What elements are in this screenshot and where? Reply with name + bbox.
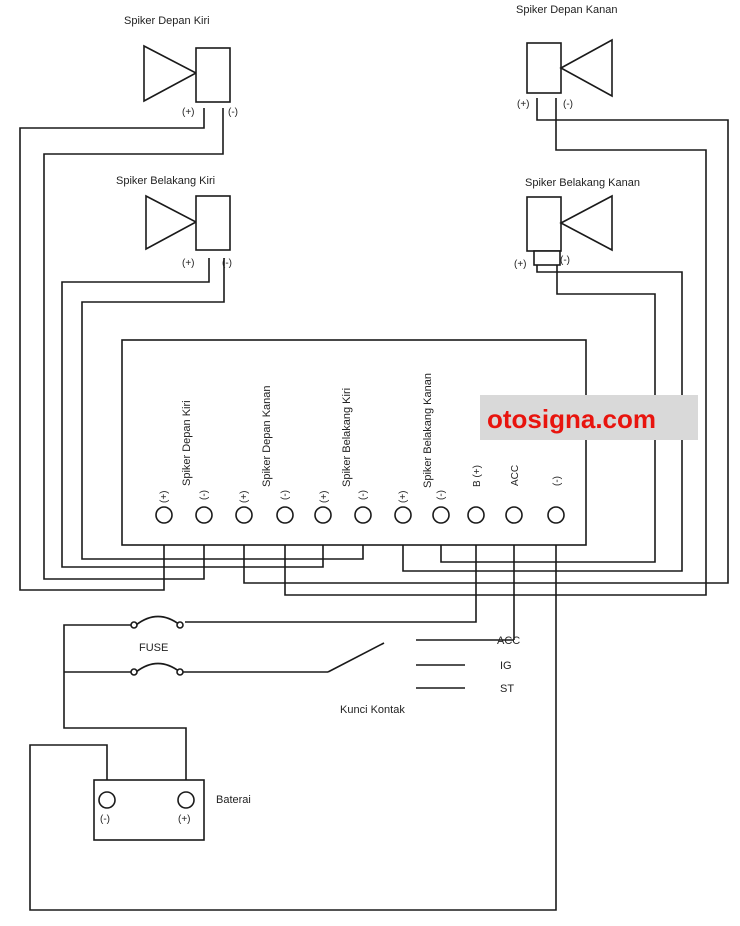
speaker-front-left-minus: (-) xyxy=(228,107,238,118)
speaker-rear-right-minus: (-) xyxy=(560,255,570,266)
wire-front-right-plus xyxy=(243,98,729,584)
speaker-magnet xyxy=(526,196,562,252)
terminal-screw xyxy=(505,506,523,524)
terminal-label: (-) xyxy=(199,490,210,500)
watermark: otosigna.com xyxy=(480,395,698,440)
switch-position-st: ST xyxy=(500,683,514,695)
wire-front-left-minus xyxy=(43,108,224,580)
terminal-label: (+) xyxy=(319,491,330,504)
ignition-switch-label: Kunci Kontak xyxy=(340,704,405,716)
speaker-rear-right: Spiker Belakang Kanan (+) (-) xyxy=(514,177,640,270)
speaker-rear-left-plus: (+) xyxy=(182,258,195,269)
speaker-rear-right-plus: (+) xyxy=(514,259,527,270)
head-unit-channel-label: Spiker Belakang Kanan xyxy=(422,373,434,488)
switch-position-ig: IG xyxy=(500,660,512,672)
terminal-screw xyxy=(314,506,332,524)
wire-front-right-minus xyxy=(284,98,707,596)
key-switch-blade xyxy=(327,642,385,673)
wire-front-left-plus xyxy=(19,108,205,591)
battery-terminal-plus xyxy=(177,791,195,809)
fuse-1 xyxy=(135,615,181,626)
terminal-label: (-) xyxy=(552,476,563,486)
terminal-label: B (+) xyxy=(472,465,483,487)
wire-rear-left-minus xyxy=(81,258,364,560)
head-unit-channel-label: Spiker Belakang Kiri xyxy=(341,388,353,487)
speaker-cone-icon xyxy=(559,194,613,252)
speaker-rear-left-label: Spiker Belakang Kiri xyxy=(116,175,215,187)
terminal-screw xyxy=(354,506,372,524)
wire-b-plus xyxy=(185,525,477,623)
watermark-background xyxy=(480,395,698,440)
terminal-label: ACC xyxy=(510,465,521,486)
terminal-label: (-) xyxy=(358,490,369,500)
speaker-rear-left-minus: (-) xyxy=(222,258,232,269)
terminal-label: (-) xyxy=(436,490,447,500)
watermark-text: otosigna.com xyxy=(487,404,656,434)
speaker-front-right-minus: (-) xyxy=(563,99,573,110)
speaker-front-right-plus: (+) xyxy=(517,99,530,110)
terminal-screw xyxy=(235,506,253,524)
fuse-terminals xyxy=(130,621,184,676)
switch-position-acc: ACC xyxy=(497,635,520,647)
terminal-screw xyxy=(467,506,485,524)
battery-label: Baterai xyxy=(216,794,251,806)
speaker-front-left-plus: (+) xyxy=(182,107,195,118)
fuse-label: FUSE xyxy=(139,642,168,654)
terminal-screw xyxy=(547,506,565,524)
battery-box xyxy=(93,779,205,841)
speaker-magnet xyxy=(526,42,562,94)
head-unit-terminals xyxy=(155,506,565,524)
terminal-screw xyxy=(195,506,213,524)
speaker-magnet xyxy=(195,195,231,251)
terminal-label: (+) xyxy=(159,491,170,504)
speaker-cone-icon xyxy=(143,44,198,103)
speaker-magnet xyxy=(195,47,231,103)
battery-minus-label: (-) xyxy=(100,814,110,825)
speaker-front-left-label: Spiker Depan Kiri xyxy=(124,15,210,27)
head-unit-channel-label: Spiker Depan Kiri xyxy=(181,400,193,486)
speaker-cone-icon xyxy=(559,38,613,98)
head-unit: Spiker Depan Kiri Spiker Depan Kanan Spi… xyxy=(121,339,587,546)
wire-ground xyxy=(29,525,557,911)
terminal-screw xyxy=(432,506,450,524)
wire-fuse-left xyxy=(63,624,187,792)
speaker-rear-right-label: Spiker Belakang Kanan xyxy=(525,177,640,189)
head-unit-channel-label: Spiker Depan Kanan xyxy=(261,385,273,487)
wire-rear-left-plus xyxy=(61,258,324,568)
battery: (-) (+) Baterai xyxy=(93,779,251,841)
battery-plus-label: (+) xyxy=(178,814,191,825)
battery-terminal-minus xyxy=(98,791,116,809)
speaker-rear-left: Spiker Belakang Kiri (+) (-) xyxy=(116,175,232,269)
terminal-label: (+) xyxy=(239,491,250,504)
fuse-2 xyxy=(135,662,181,673)
speaker-front-right-label: Spiker Depan Kanan xyxy=(516,4,618,16)
terminal-screw xyxy=(394,506,412,524)
speaker-front-left: Spiker Depan Kiri (+) (-) xyxy=(124,15,238,118)
terminal-screw xyxy=(155,506,173,524)
terminal-label: (-) xyxy=(280,490,291,500)
speaker-cone-icon xyxy=(145,194,198,251)
speaker-terminal-block xyxy=(533,250,561,266)
terminal-screw xyxy=(276,506,294,524)
speaker-front-right: Spiker Depan Kanan (+) (-) xyxy=(516,4,618,110)
wires xyxy=(19,98,729,911)
terminal-label: (+) xyxy=(398,491,409,504)
